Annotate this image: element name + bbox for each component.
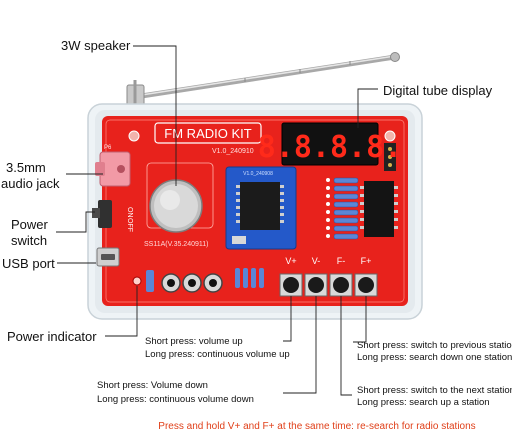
power-indicator-led bbox=[132, 276, 142, 286]
note-vminus-long: Long press: continuous volume down bbox=[97, 394, 254, 405]
leader-lines bbox=[56, 45, 378, 396]
button-vplus-label: V+ bbox=[285, 256, 296, 266]
module-version: V1.0_240908 bbox=[243, 171, 273, 177]
speaker bbox=[149, 179, 203, 233]
switch-on-label: ON bbox=[126, 207, 133, 218]
power-switch: ON OFF bbox=[92, 200, 133, 232]
note-fplus-long: Long press: search up a station bbox=[357, 397, 490, 408]
leader-fminus bbox=[353, 296, 367, 343]
button-fplus-label: F+ bbox=[361, 256, 372, 266]
telescopic-antenna bbox=[126, 52, 400, 110]
label-usb-port: USB port bbox=[2, 256, 55, 271]
note-fminus-short: Short press: switch to previous station bbox=[357, 340, 512, 351]
radio-module: V1.0_240908 bbox=[225, 166, 297, 250]
note-vplus-long: Long press: continuous volume up bbox=[145, 349, 290, 360]
header-pins bbox=[384, 143, 396, 171]
usb-port bbox=[96, 247, 120, 267]
leader-power-indicator bbox=[105, 286, 138, 337]
leader-fplus bbox=[340, 296, 352, 396]
label-audio-jack: 3.5mm audio jack bbox=[1, 160, 60, 191]
audio-jack: P6 bbox=[95, 145, 131, 187]
note-vminus-short: Short press: Volume down bbox=[97, 380, 208, 391]
footer-instruction: Press and hold V+ and F+ at the same tim… bbox=[158, 421, 475, 432]
label-speaker: 3W speaker bbox=[61, 38, 131, 53]
button-vplus[interactable]: V+ bbox=[279, 256, 303, 297]
leader-power-switch bbox=[56, 211, 95, 233]
button-fminus-label: F- bbox=[337, 256, 346, 266]
resistor-bank bbox=[326, 177, 359, 240]
leader-vplus bbox=[283, 296, 292, 342]
board-title: FM RADIO KIT bbox=[164, 126, 251, 141]
button-vminus-label: V- bbox=[312, 256, 321, 266]
capacitors bbox=[146, 268, 264, 293]
note-fplus-short: Short press: switch to the next station bbox=[357, 385, 512, 396]
button-fplus[interactable]: F+ bbox=[354, 256, 378, 297]
leader-speaker bbox=[133, 45, 177, 186]
board-title-frame bbox=[154, 122, 262, 144]
board-silk-code: SS11A(V.35.240911) bbox=[144, 241, 208, 248]
note-fminus-long: Long press: search down one station bbox=[357, 352, 512, 363]
digital-tube-display: 8.8.8.8. bbox=[258, 122, 403, 166]
board-version: V1.0_240910 bbox=[212, 148, 254, 155]
switch-off-label: OFF bbox=[126, 218, 133, 232]
label-power-indicator: Power indicator bbox=[7, 329, 97, 344]
jack-silk: P6 bbox=[104, 145, 112, 151]
ic-chip bbox=[360, 181, 398, 237]
display-digits: 8.8.8.8. bbox=[258, 130, 403, 165]
button-fminus[interactable]: F- bbox=[329, 256, 353, 297]
leader-vminus bbox=[283, 296, 317, 394]
note-vplus-short: Short press: volume up bbox=[145, 336, 243, 347]
button-vminus[interactable]: V- bbox=[304, 256, 328, 297]
leader-display bbox=[357, 88, 378, 128]
label-display: Digital tube display bbox=[383, 83, 493, 98]
label-power-switch: Power switch bbox=[11, 217, 51, 248]
